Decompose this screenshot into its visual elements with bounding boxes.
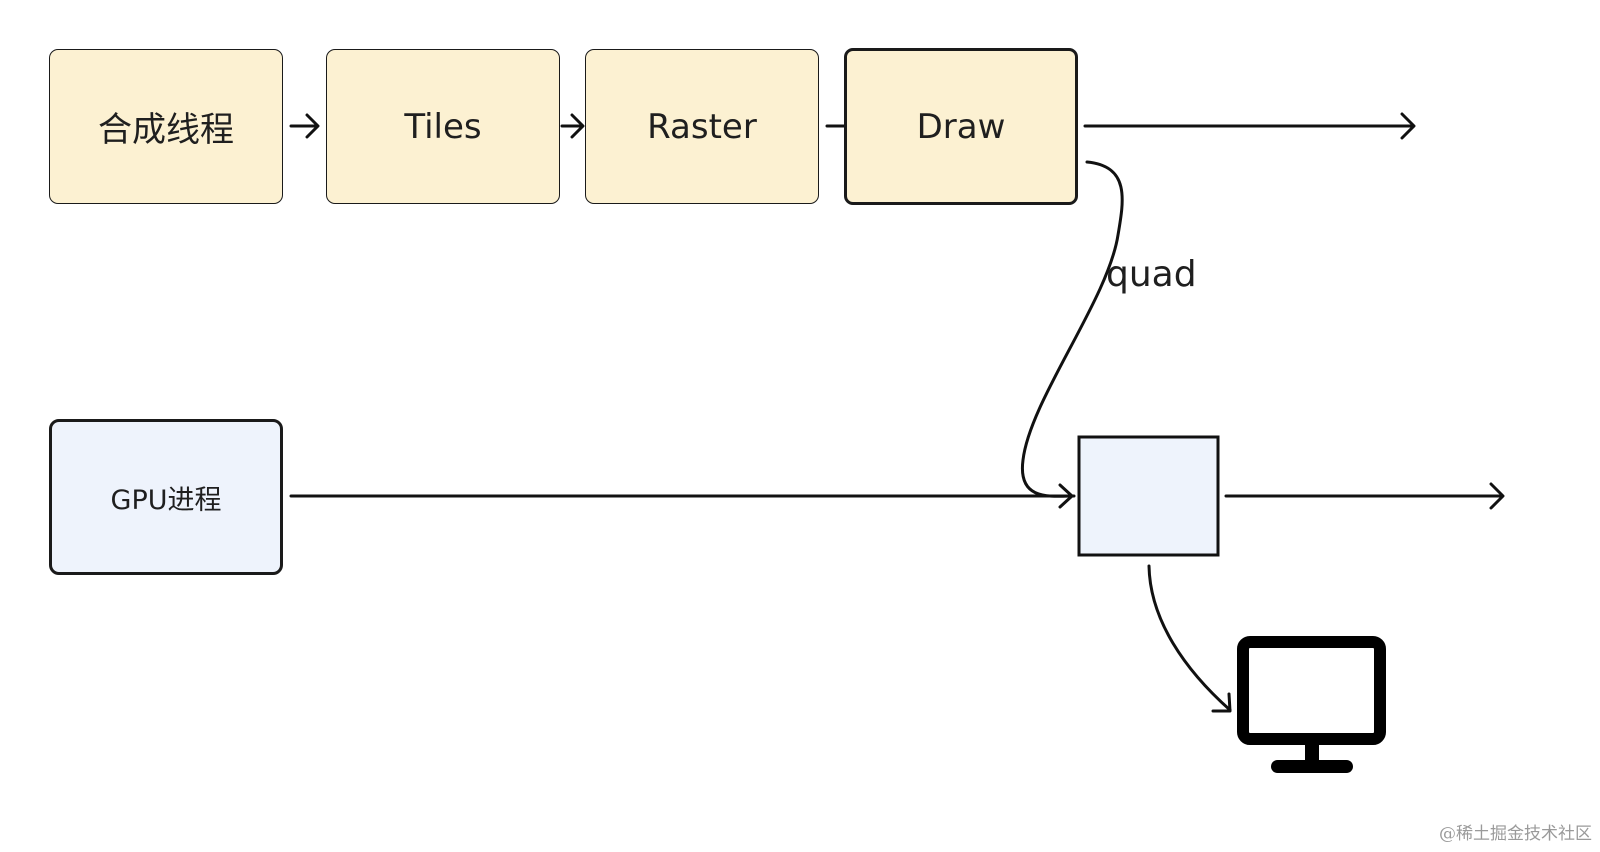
compositor-thread-node: 合成线程 bbox=[49, 49, 283, 204]
gpu-process-node: GPU进程 bbox=[49, 419, 283, 575]
draw-node: Draw bbox=[844, 48, 1078, 205]
arrow-draw-output bbox=[1083, 112, 1416, 140]
arrow-frame-to-monitor bbox=[1147, 564, 1232, 713]
frame-box bbox=[1077, 435, 1220, 557]
raster-node: Raster bbox=[585, 49, 819, 204]
raster-label: Raster bbox=[647, 106, 757, 147]
arrow-frame-output bbox=[1224, 482, 1505, 510]
tiles-label: Tiles bbox=[404, 106, 482, 147]
quad-edge-label: quad bbox=[1106, 254, 1197, 295]
gpu-process-label: GPU进程 bbox=[110, 484, 222, 516]
watermark: @稀土掘金技术社区 bbox=[1439, 824, 1592, 844]
draw-label: Draw bbox=[916, 106, 1006, 147]
arrow-compositor-to-tiles bbox=[289, 113, 320, 139]
arrow-tiles-to-raster bbox=[560, 113, 585, 139]
tiles-node: Tiles bbox=[326, 49, 560, 204]
compositor-thread-label: 合成线程 bbox=[98, 110, 234, 150]
monitor-icon bbox=[1237, 636, 1386, 773]
